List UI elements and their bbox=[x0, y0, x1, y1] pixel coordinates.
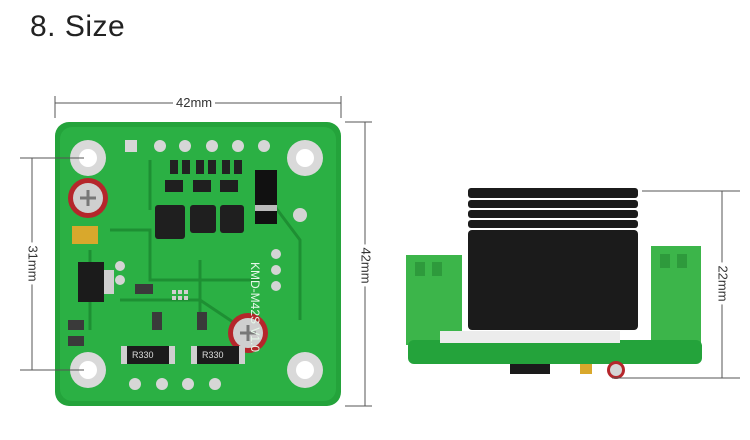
mounting-hole-tl-icon bbox=[70, 140, 106, 176]
r2-value-text: R330 bbox=[202, 350, 224, 360]
screw-icon bbox=[228, 313, 268, 353]
version-text: V1.0 bbox=[248, 327, 262, 353]
model-text: KMD-M42S bbox=[248, 262, 262, 325]
hole-spacing-dimension-label: 31mm bbox=[25, 242, 41, 285]
mounting-hole-br-icon bbox=[287, 352, 323, 388]
height-dimension-label: 42mm bbox=[358, 244, 374, 287]
width-dimension-label: 42mm bbox=[173, 95, 216, 110]
r1-value-text: R330 bbox=[132, 350, 154, 360]
screw-icon bbox=[68, 178, 108, 218]
section-title: 8. Size bbox=[30, 10, 126, 43]
resistor-r1 bbox=[121, 346, 175, 364]
side-height-dimension-label: 22mm bbox=[715, 262, 731, 305]
side-view-module bbox=[406, 188, 702, 379]
front-pcb-board bbox=[55, 122, 341, 406]
board-model-silkscreen: KMD-M42S V1.0 bbox=[248, 262, 262, 352]
mounting-hole-tr-icon bbox=[287, 140, 323, 176]
resistor-r2 bbox=[191, 346, 245, 364]
mounting-hole-bl-icon bbox=[70, 352, 106, 388]
